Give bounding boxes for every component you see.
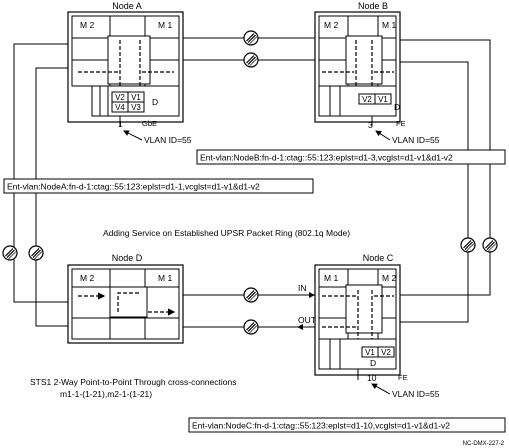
node-c-title: Node C [363,253,394,263]
command-node-b-text: Ent-vlan:NodeB:fn-d-1:ctag::55:123:eplst… [200,153,453,163]
node-c-port: 10 [367,373,377,383]
node-d-title: Node D [112,253,143,263]
optical-connector-icon [243,287,259,303]
optical-connector-icon [243,52,259,68]
node-a-card-d: D [152,97,158,107]
node-a-vlan-id: VLAN ID=55 [144,135,192,145]
optical-connector-icon [2,245,18,261]
node-c-card-d: D [370,358,376,368]
node-c-port-type: FE [398,373,408,382]
optical-connector-icon [243,319,259,335]
node-b-port-type: FE [396,119,406,128]
node-a-vlan-1: V2 [115,93,125,102]
node-a-port-type: GbE [142,119,157,128]
command-node-b: Ent-vlan:NodeB:fn-d-1:ctag::55:123:eplst… [196,149,506,165]
diagram-caption: Adding Service on Established UPSR Packe… [103,228,350,238]
node-c-m1: M 1 [324,273,338,283]
node-d: Node D M 2 M 1 [67,253,184,344]
command-node-c-text: Ent-vlan:NodeC:fn-d-1:ctag::55:123:eplst… [192,421,450,431]
optical-connector-icon [28,245,44,261]
node-a-title: Node A [112,1,142,11]
node-c-vlan-id: VLAN ID=55 [392,389,440,399]
sts-note-line1: STS1 2-Way Point-to-Point Through cross-… [30,377,236,387]
command-node-c: Ent-vlan:NodeC:fn-d-1:ctag::55:123:eplst… [188,417,506,433]
ring-fibers [13,37,491,328]
node-a-port: 1 [118,119,123,129]
node-c: Node C M 1 M 2 V1 V2 D 10 FE VLAN ID=55 … [298,253,440,399]
node-b-m1: M 1 [382,20,396,30]
node-a-vlan-2: V1 [131,93,141,102]
command-node-a-text: Ent-vlan:NodeA:fn-d-1:ctag::55:123:eplst… [7,182,260,192]
node-a-m2: M 2 [80,20,94,30]
node-c-out-label: OUT [298,315,316,325]
node-a: Node A M 2 M 1 V2 V1 V4 V3 D 1 GbE [67,1,192,145]
node-b-m2: M 2 [324,20,338,30]
node-b-vlan-id: VLAN ID=55 [392,135,440,145]
node-d-m1: M 1 [158,273,172,283]
node-a-m1: M 1 [158,20,172,30]
node-a-vlan-3: V4 [115,103,125,112]
node-a-vlan-4: V3 [131,103,141,112]
ring-arrows [297,292,315,330]
node-c-in-label: IN [298,283,307,293]
figure-id: NC-DMX-227-2 [463,441,505,447]
optical-connector-icon [460,237,476,253]
node-d-m2: M 2 [80,273,94,283]
sts-note-line2: m1-1-(1-21),m2-1-(1-21) [60,389,152,399]
optical-connector-icon [482,237,498,253]
node-c-vlan-1: V1 [365,348,375,357]
command-node-a: Ent-vlan:NodeA:fn-d-1:ctag::55:123:eplst… [3,178,314,194]
optical-connector-icon [243,30,259,46]
node-b-title: Node B [358,1,388,11]
node-b-card-d: D [394,102,400,112]
node-b-port: 3 [368,120,373,130]
node-b-vlan-1: V2 [362,95,372,104]
node-b: Node B M 2 M 1 V2 V1 D 3 FE VLAN ID=55 [314,1,440,145]
node-c-vlan-2: V2 [381,348,391,357]
node-c-m2: M 2 [382,273,396,283]
node-b-vlan-2: V1 [378,95,388,104]
